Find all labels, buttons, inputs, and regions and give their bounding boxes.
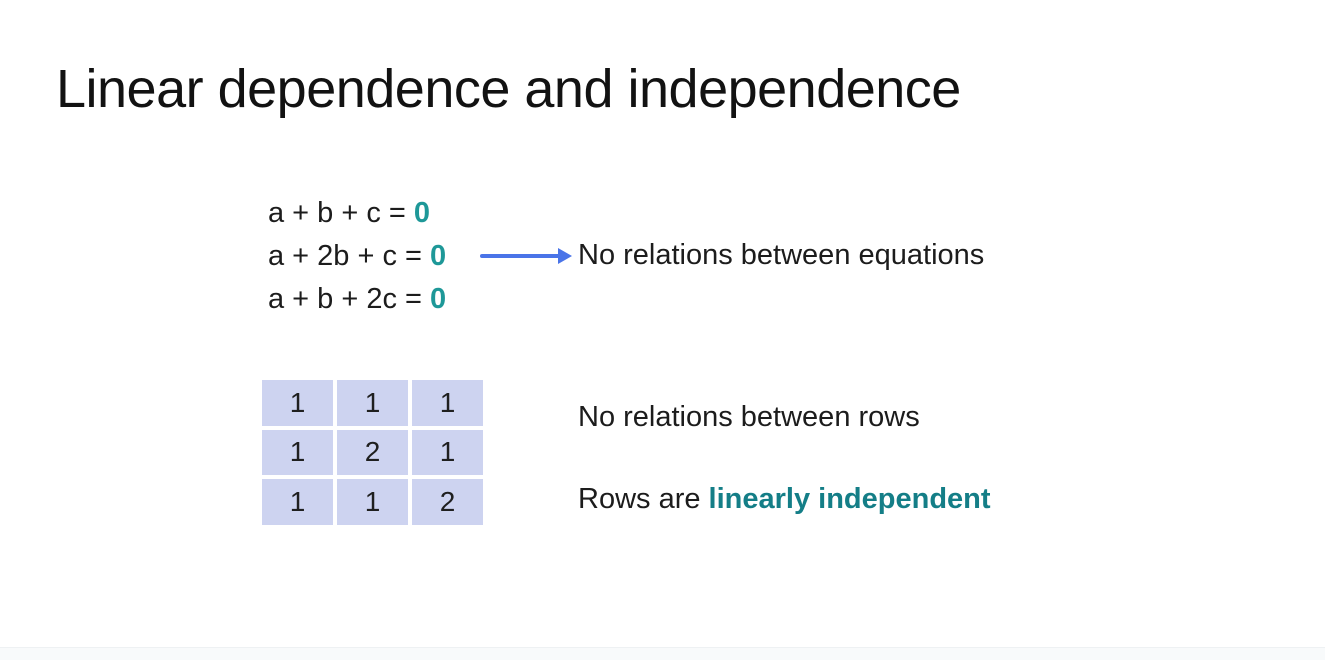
annotation-independence-conclusion: Rows are linearly independent [578,483,991,516]
equation-line-3: a + b + 2c = 0 [268,278,446,321]
annotation-no-relations-rows: No relations between rows [578,401,920,433]
matrix-cell: 1 [337,380,408,426]
conclusion-highlight: linearly independent [708,483,991,515]
equation-lhs: a + 2b + c = [268,240,431,272]
slide-title: Linear dependence and independence [56,59,961,119]
equation-lhs: a + b + c = [268,197,414,229]
arrow-head [558,248,572,264]
matrix-cell: 1 [337,479,408,525]
right-arrow-icon [480,248,574,264]
annotation-no-relations-equations: No relations between equations [578,239,985,271]
arrow-shaft [480,254,560,258]
matrix-cell: 1 [262,479,333,525]
equation-system: a + b + c = 0 a + 2b + c = 0 a + b + 2c … [268,192,446,321]
bottom-edge-strip [0,647,1325,660]
equation-zero: 0 [430,283,447,315]
matrix-cell: 2 [412,479,483,525]
coefficient-matrix: 1 1 1 1 2 1 1 1 2 [262,380,483,525]
matrix-cell: 1 [412,429,483,476]
equation-zero: 0 [413,197,431,229]
equation-line-1: a + b + c = 0 [268,192,446,235]
matrix-cell: 1 [262,429,333,476]
equation-zero: 0 [430,240,447,272]
matrix-cell: 2 [337,429,408,476]
equation-line-2: a + 2b + c = 0 [268,235,446,278]
matrix-cell: 1 [262,380,333,426]
equation-lhs: a + b + 2c = [268,283,431,315]
matrix-cell: 1 [412,380,483,426]
conclusion-prefix: Rows are [578,483,709,515]
